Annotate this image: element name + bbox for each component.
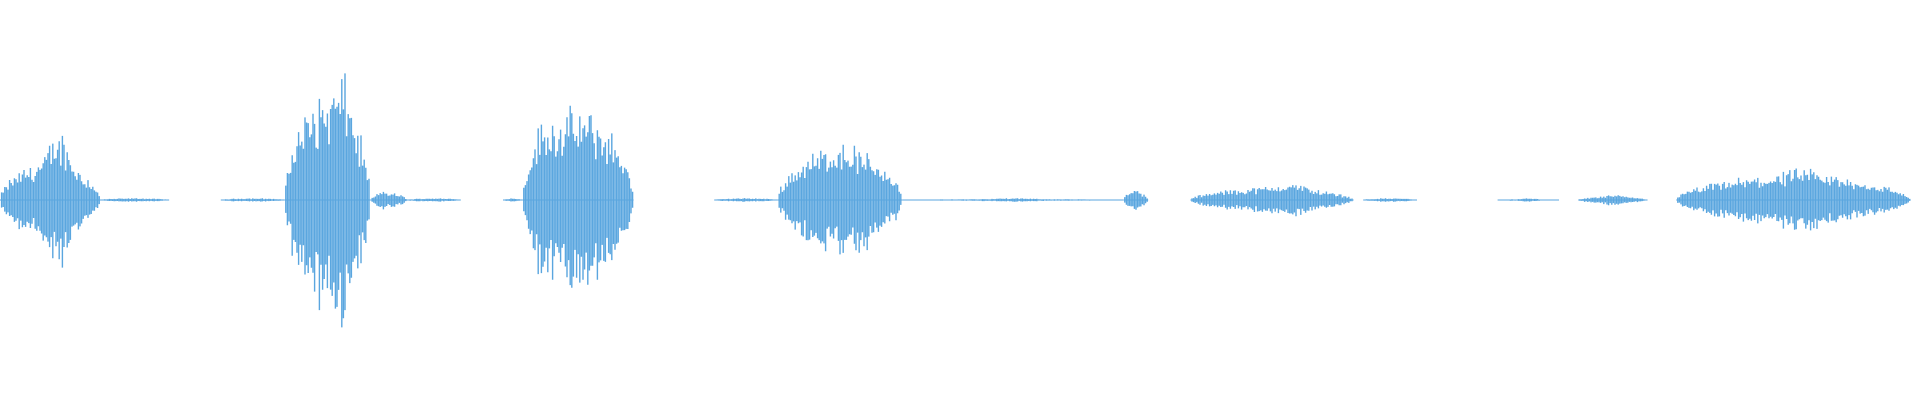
- waveform-segment-16: [1677, 168, 1911, 231]
- waveform-segment-0: [0, 135, 100, 268]
- waveform-segment-12: [1191, 185, 1353, 217]
- waveform-segments: [0, 73, 1911, 328]
- waveform-segment-4: [371, 191, 407, 210]
- waveform-segment-7: [523, 105, 634, 288]
